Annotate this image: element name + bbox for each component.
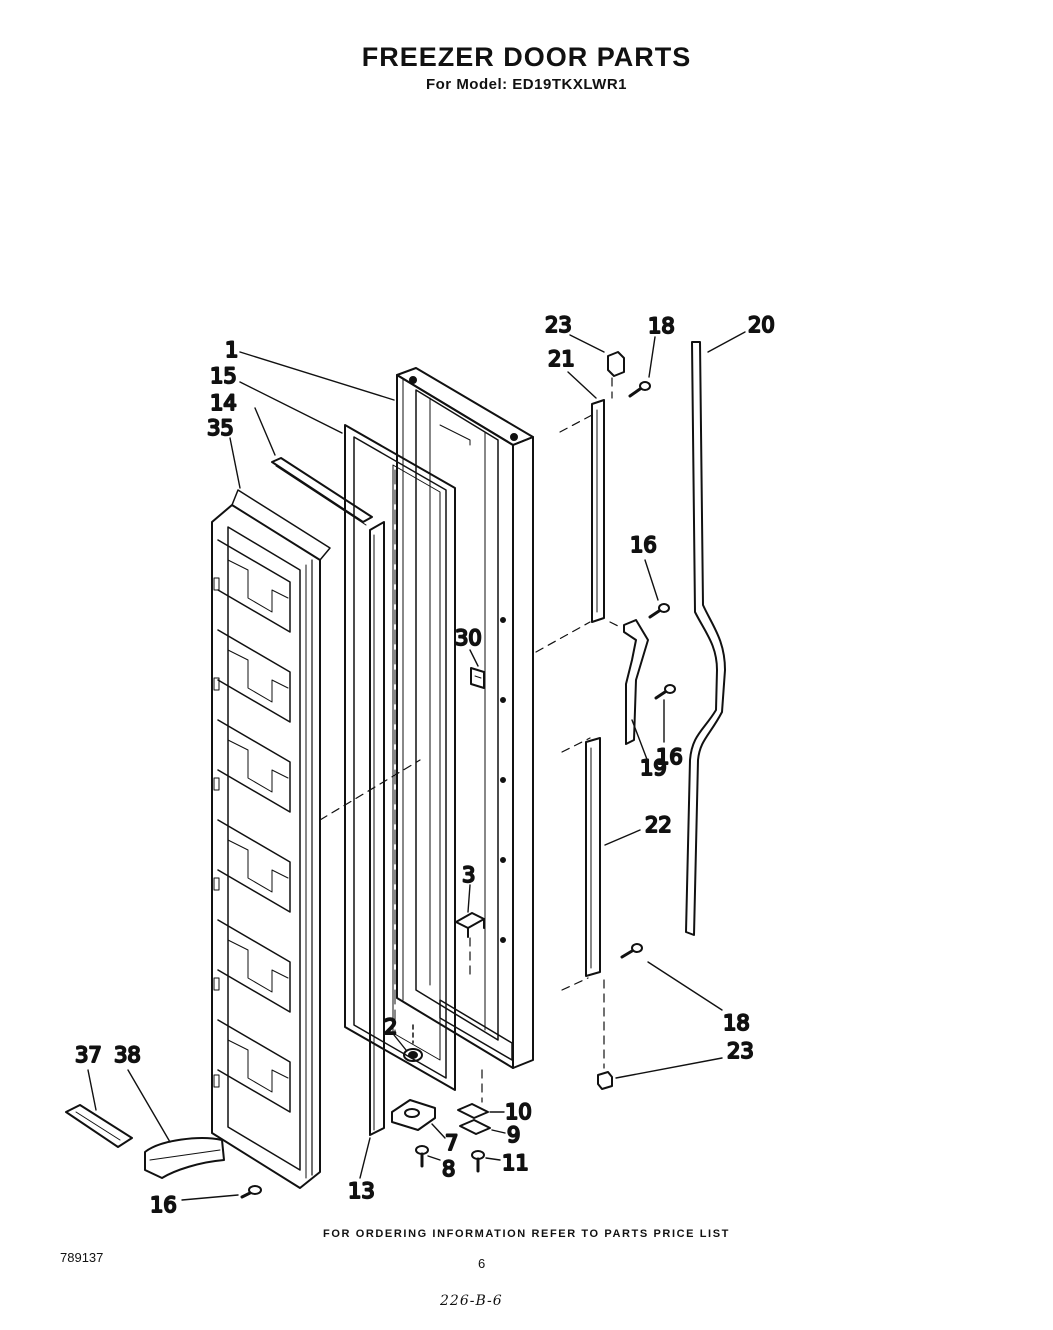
leader-lines (87, 331, 746, 1201)
screw-16-top (648, 603, 670, 619)
callout-19: 19 (640, 756, 667, 780)
callout-8: 8 (442, 1157, 455, 1181)
callout-21: 21 (548, 347, 575, 371)
handwritten-code: 226-B-6 (440, 1293, 503, 1309)
callout-18-bottom: 18 (723, 1011, 750, 1035)
callout-2: 2 (384, 1015, 397, 1039)
screw-16-mid (654, 684, 676, 700)
callout-23-bottom: 23 (727, 1039, 754, 1063)
callout-23-top: 23 (545, 313, 572, 337)
inner-door-liner (211, 489, 331, 1189)
callout-37: 37 (75, 1043, 102, 1067)
trim-strip-20 (685, 341, 726, 936)
door-stop (455, 912, 485, 938)
callout-16-mid: 16 (656, 745, 683, 769)
upper-trim-21 (591, 399, 605, 623)
callout-14: 14 (210, 391, 237, 415)
page-number: 6 (478, 1256, 486, 1271)
ordering-info-note: FOR ORDERING INFORMATION REFER TO PARTS … (323, 1228, 730, 1240)
callout-7: 7 (445, 1131, 458, 1155)
clip-23-bottom (597, 1071, 613, 1090)
callout-22: 22 (645, 813, 672, 837)
door-strike (470, 667, 485, 689)
screw-16-bottom (240, 1185, 262, 1199)
handle-38 (144, 1137, 225, 1179)
callout-38: 38 (114, 1043, 141, 1067)
side-breaker-strip (369, 521, 385, 1136)
document-number: 789137 (60, 1250, 104, 1265)
callout-10: 10 (505, 1100, 532, 1124)
model-subtitle: For Model: ED19TKXLWR1 (425, 76, 627, 93)
callout-18-top: 18 (648, 314, 675, 338)
handle-insert-37 (65, 1104, 133, 1148)
screw-18-top (628, 381, 651, 398)
callout-16-bottom: 16 (150, 1193, 177, 1217)
hinge-19 (623, 619, 649, 745)
clip-23-top (607, 351, 625, 377)
callout-13: 13 (348, 1179, 375, 1203)
assembly-lines (319, 377, 623, 1103)
breaker-strip-top (271, 457, 373, 526)
cam-10 (457, 1103, 489, 1119)
callout-3: 3 (462, 863, 475, 887)
callout-11: 11 (502, 1151, 529, 1175)
callout-30: 30 (455, 626, 482, 650)
callout-15: 15 (210, 364, 237, 388)
callout-35: 35 (207, 416, 234, 440)
screw-11 (471, 1150, 485, 1173)
callout-9: 9 (507, 1123, 520, 1147)
page-title: FREEZER DOOR PARTS (361, 42, 692, 72)
lower-trim-22 (585, 737, 601, 977)
callout-16-top: 16 (630, 533, 657, 557)
door-gasket (344, 424, 456, 1091)
hinge-bushing (403, 1024, 423, 1062)
callout-1: 1 (225, 338, 238, 362)
bottom-hinge (391, 1099, 436, 1131)
spacer-9 (459, 1119, 491, 1135)
callout-20: 20 (748, 313, 775, 337)
screw-18-bottom (620, 943, 643, 959)
screw-8 (415, 1145, 429, 1168)
